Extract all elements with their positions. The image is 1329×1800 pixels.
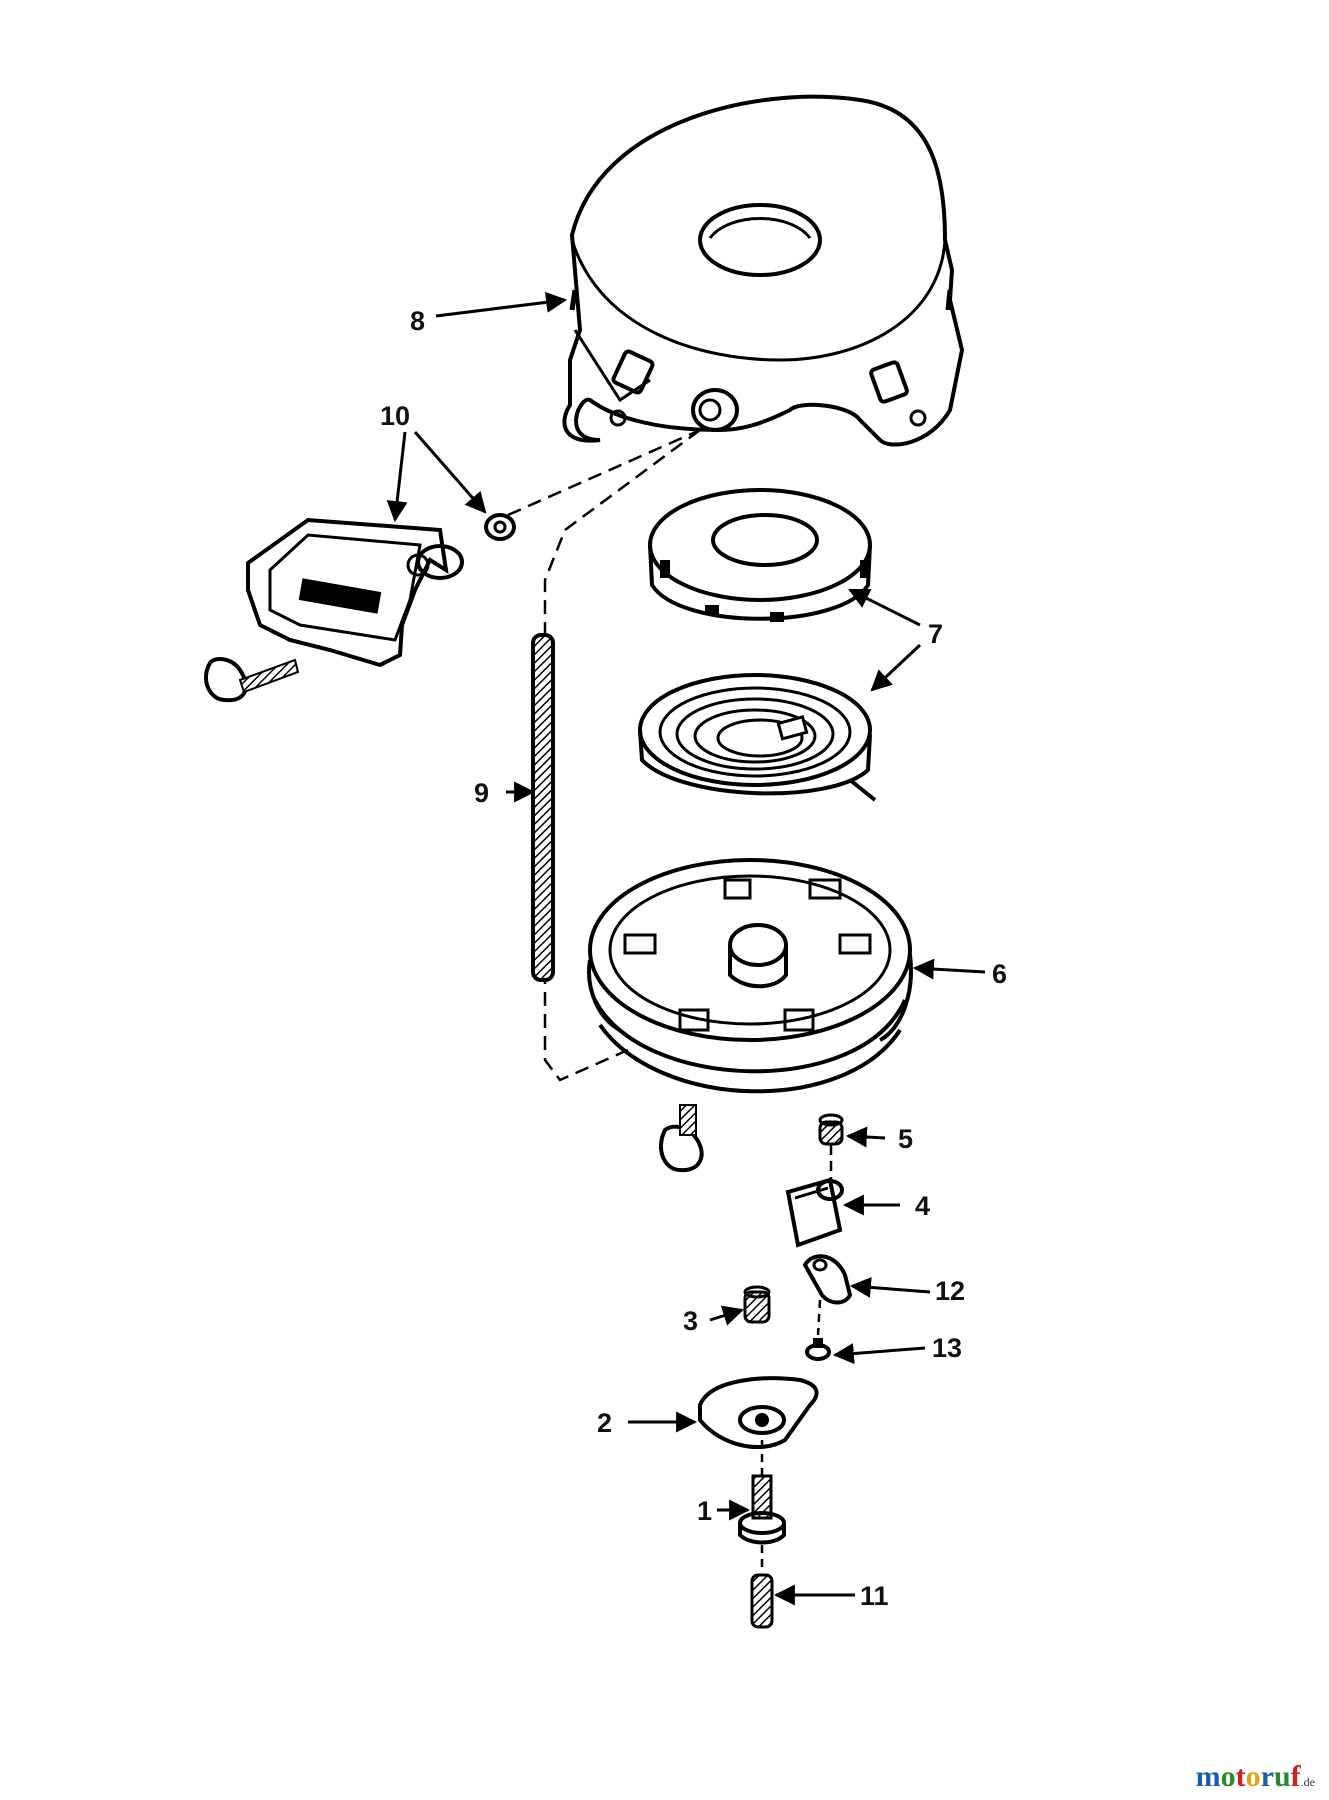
pulley-screw-part: [659, 1104, 704, 1173]
rope-routing-line: [507, 428, 701, 1082]
callout-labels: 8 10 7 9 6 5 4 12 3 13 2 1 11: [380, 306, 1007, 1611]
logo-letter: u: [1273, 1760, 1291, 1793]
starter-pulley-part: [587, 858, 913, 1094]
callout-6: 6: [992, 959, 1007, 989]
callout-5: 5: [898, 1124, 913, 1154]
recoil-spring-part: [638, 673, 877, 802]
retainer-part: [698, 1376, 819, 1449]
starter-handle-part: [246, 513, 516, 668]
logo-letter: o: [1220, 1760, 1236, 1793]
logo-letter: t: [1235, 1760, 1246, 1793]
leader-12: [849, 1276, 931, 1298]
pawl-part: [785, 1177, 844, 1248]
leader-8: [435, 291, 568, 318]
leader-10-a: [386, 431, 408, 523]
pawl-plate-part: [802, 1254, 853, 1305]
starter-housing-part: [562, 94, 965, 447]
leader-13: [832, 1343, 926, 1365]
callout-2: 2: [597, 1408, 612, 1438]
callout-3: 3: [683, 1306, 698, 1336]
starter-rope-part: [531, 633, 555, 982]
leader-10-b: [413, 431, 487, 514]
pin-part: [750, 1573, 774, 1629]
callout-1: 1: [697, 1496, 712, 1526]
callout-11: 11: [860, 1581, 889, 1611]
leader-6: [912, 958, 986, 980]
logo-letter: m: [1195, 1760, 1221, 1793]
motoruf-logo: motoruf.de: [1195, 1760, 1315, 1793]
callout-8: 8: [410, 306, 425, 336]
callout-7: 7: [928, 619, 943, 649]
callout-12: 12: [935, 1276, 965, 1306]
callout-4: 4: [915, 1191, 930, 1221]
small-screw-part: [805, 1338, 831, 1361]
logo-letter: f: [1290, 1760, 1301, 1793]
leader-3: [709, 1305, 745, 1326]
callout-13: 13: [932, 1333, 962, 1363]
leader-arrows: [386, 291, 986, 1606]
leader-5: [845, 1126, 886, 1148]
spring-cup-part: [648, 488, 872, 622]
brake-spring-part: [743, 1285, 771, 1324]
callout-9: 9: [474, 778, 489, 808]
logo-letter: o: [1245, 1760, 1261, 1793]
leader-7-b: [870, 643, 922, 692]
center-screw-part: [738, 1474, 786, 1545]
callout-10: 10: [380, 401, 410, 431]
leader-7-a: [848, 588, 921, 627]
handle-screw-part: [204, 656, 300, 703]
pawl-spring-part: [818, 1113, 844, 1146]
logo-letter: r: [1260, 1760, 1274, 1793]
